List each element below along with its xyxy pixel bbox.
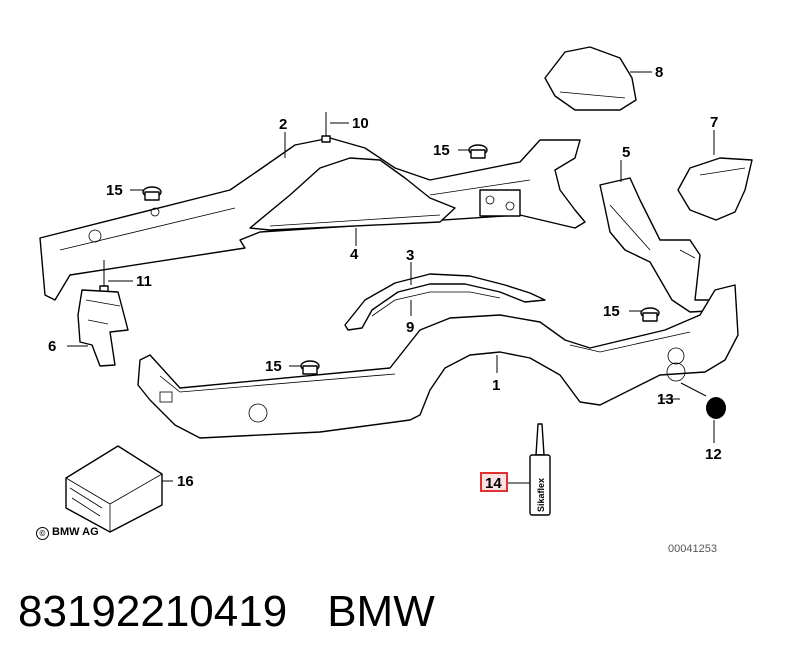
callout-2: 2 — [279, 116, 287, 133]
callout-13: 13 — [657, 391, 674, 408]
callout-12: 12 — [705, 446, 722, 463]
copyright-symbol: © — [36, 527, 49, 540]
callout-14-highlight — [480, 472, 508, 492]
callout-15: 15 — [433, 142, 450, 159]
copyright-text: BMW AG — [52, 526, 99, 538]
cover-8 — [544, 46, 637, 111]
callout-15: 15 — [265, 358, 282, 375]
callout-3: 3 — [406, 247, 414, 264]
sealant-label: Sikaflex — [536, 478, 546, 512]
box-16-icon — [65, 445, 163, 533]
bolt-10-icon — [321, 112, 331, 143]
rear-panel-1 — [137, 284, 739, 439]
callout-4: 4 — [350, 246, 359, 263]
callout-numbers: 1 2 3 4 5 6 7 8 9 10 11 12 13 14 15 15 1… — [48, 64, 722, 492]
copyright-notice: ©BMW AG — [36, 526, 99, 540]
callout-6: 6 — [48, 338, 56, 355]
callout-11: 11 — [136, 273, 152, 290]
callout-10: 10 — [352, 115, 369, 132]
document-number: 00041253 — [668, 543, 717, 555]
callout-16: 16 — [177, 473, 194, 490]
part-number: 83192210419 — [18, 587, 288, 636]
callout-1: 1 — [492, 377, 500, 394]
grommet-12-icon — [680, 382, 726, 419]
callout-5: 5 — [622, 144, 630, 161]
callout-8: 8 — [655, 64, 663, 81]
brand-name: BMW — [327, 587, 435, 636]
bracket-6 — [77, 289, 129, 367]
parts-diagram: Sikaflex 1 2 3 4 5 6 7 8 9 10 11 12 — [39, 46, 753, 533]
callout-14: 14 — [485, 475, 502, 492]
callout-9: 9 — [406, 319, 414, 336]
front-floor-panel — [39, 137, 586, 301]
trim-7 — [677, 157, 753, 221]
wheelhouse-3 — [344, 273, 546, 331]
leader-lines — [67, 71, 715, 484]
callout-7: 7 — [710, 114, 718, 131]
caption: 83192210419 BMW — [18, 582, 475, 642]
sealant-cartridge-icon: Sikaflex — [529, 423, 551, 516]
callout-15: 15 — [106, 182, 123, 199]
callout-15: 15 — [603, 303, 620, 320]
